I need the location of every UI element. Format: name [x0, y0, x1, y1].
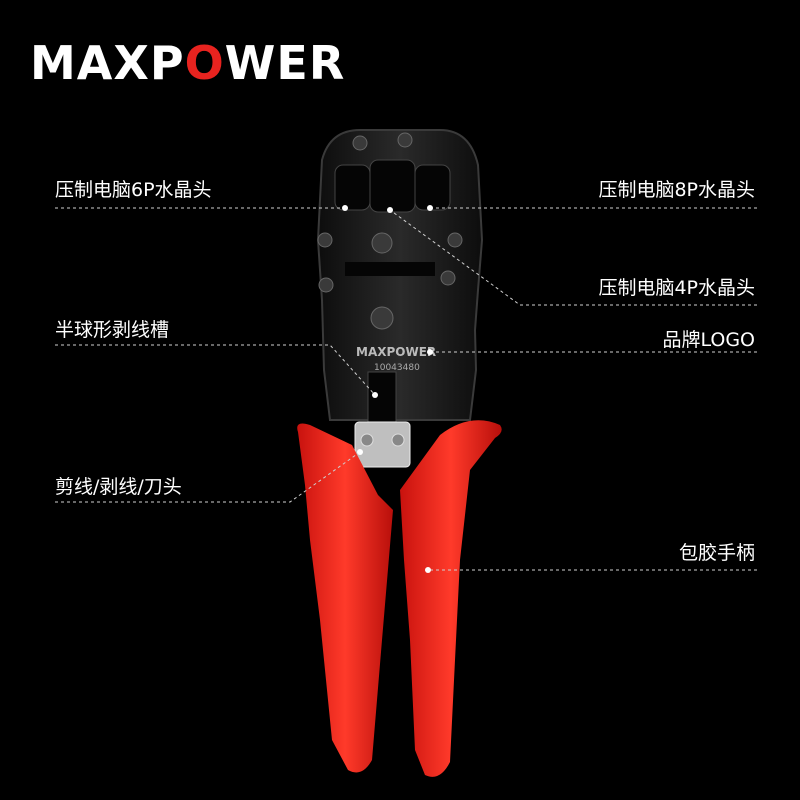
label-brand-logo: 品牌LOGO — [662, 329, 755, 351]
jaw-slot — [345, 262, 435, 276]
plate-brand: MAXPOWER — [356, 345, 436, 359]
bolt — [318, 277, 334, 293]
bolt — [352, 135, 368, 151]
handle-left — [297, 423, 393, 773]
handle-right — [400, 420, 502, 777]
bolt — [317, 232, 333, 248]
plate-code: 10043480 — [374, 363, 420, 373]
label-crimp-8p: 压制电脑8P水晶头 — [598, 179, 755, 201]
label-rubber-handle: 包胶手柄 — [678, 542, 755, 564]
logo-hex-o: O — [184, 36, 225, 90]
die-4p — [414, 164, 451, 211]
die-6p — [334, 164, 371, 211]
bolt — [447, 232, 463, 248]
logo-text-suffix: WER — [224, 36, 346, 90]
label-cut-strip-blade: 剪线/剥线/刀头 — [55, 476, 182, 498]
label-crimp-4p: 压制电脑4P水晶头 — [598, 277, 755, 299]
die-8p — [369, 159, 416, 213]
blade-plate — [354, 421, 411, 468]
label-strip-groove: 半球形剥线槽 — [55, 319, 170, 341]
blade-screw — [360, 433, 374, 447]
bolt — [397, 132, 413, 148]
label-crimp-6p: 压制电脑6P水晶头 — [55, 179, 212, 201]
logo-text-prefix: MAXP — [30, 36, 185, 90]
bolt — [370, 306, 394, 330]
bolt — [440, 270, 456, 286]
strip-groove-slot — [367, 371, 397, 423]
bolt — [371, 232, 393, 254]
brand-logo: MAXPOWER — [30, 38, 345, 88]
blade-screw — [391, 433, 405, 447]
